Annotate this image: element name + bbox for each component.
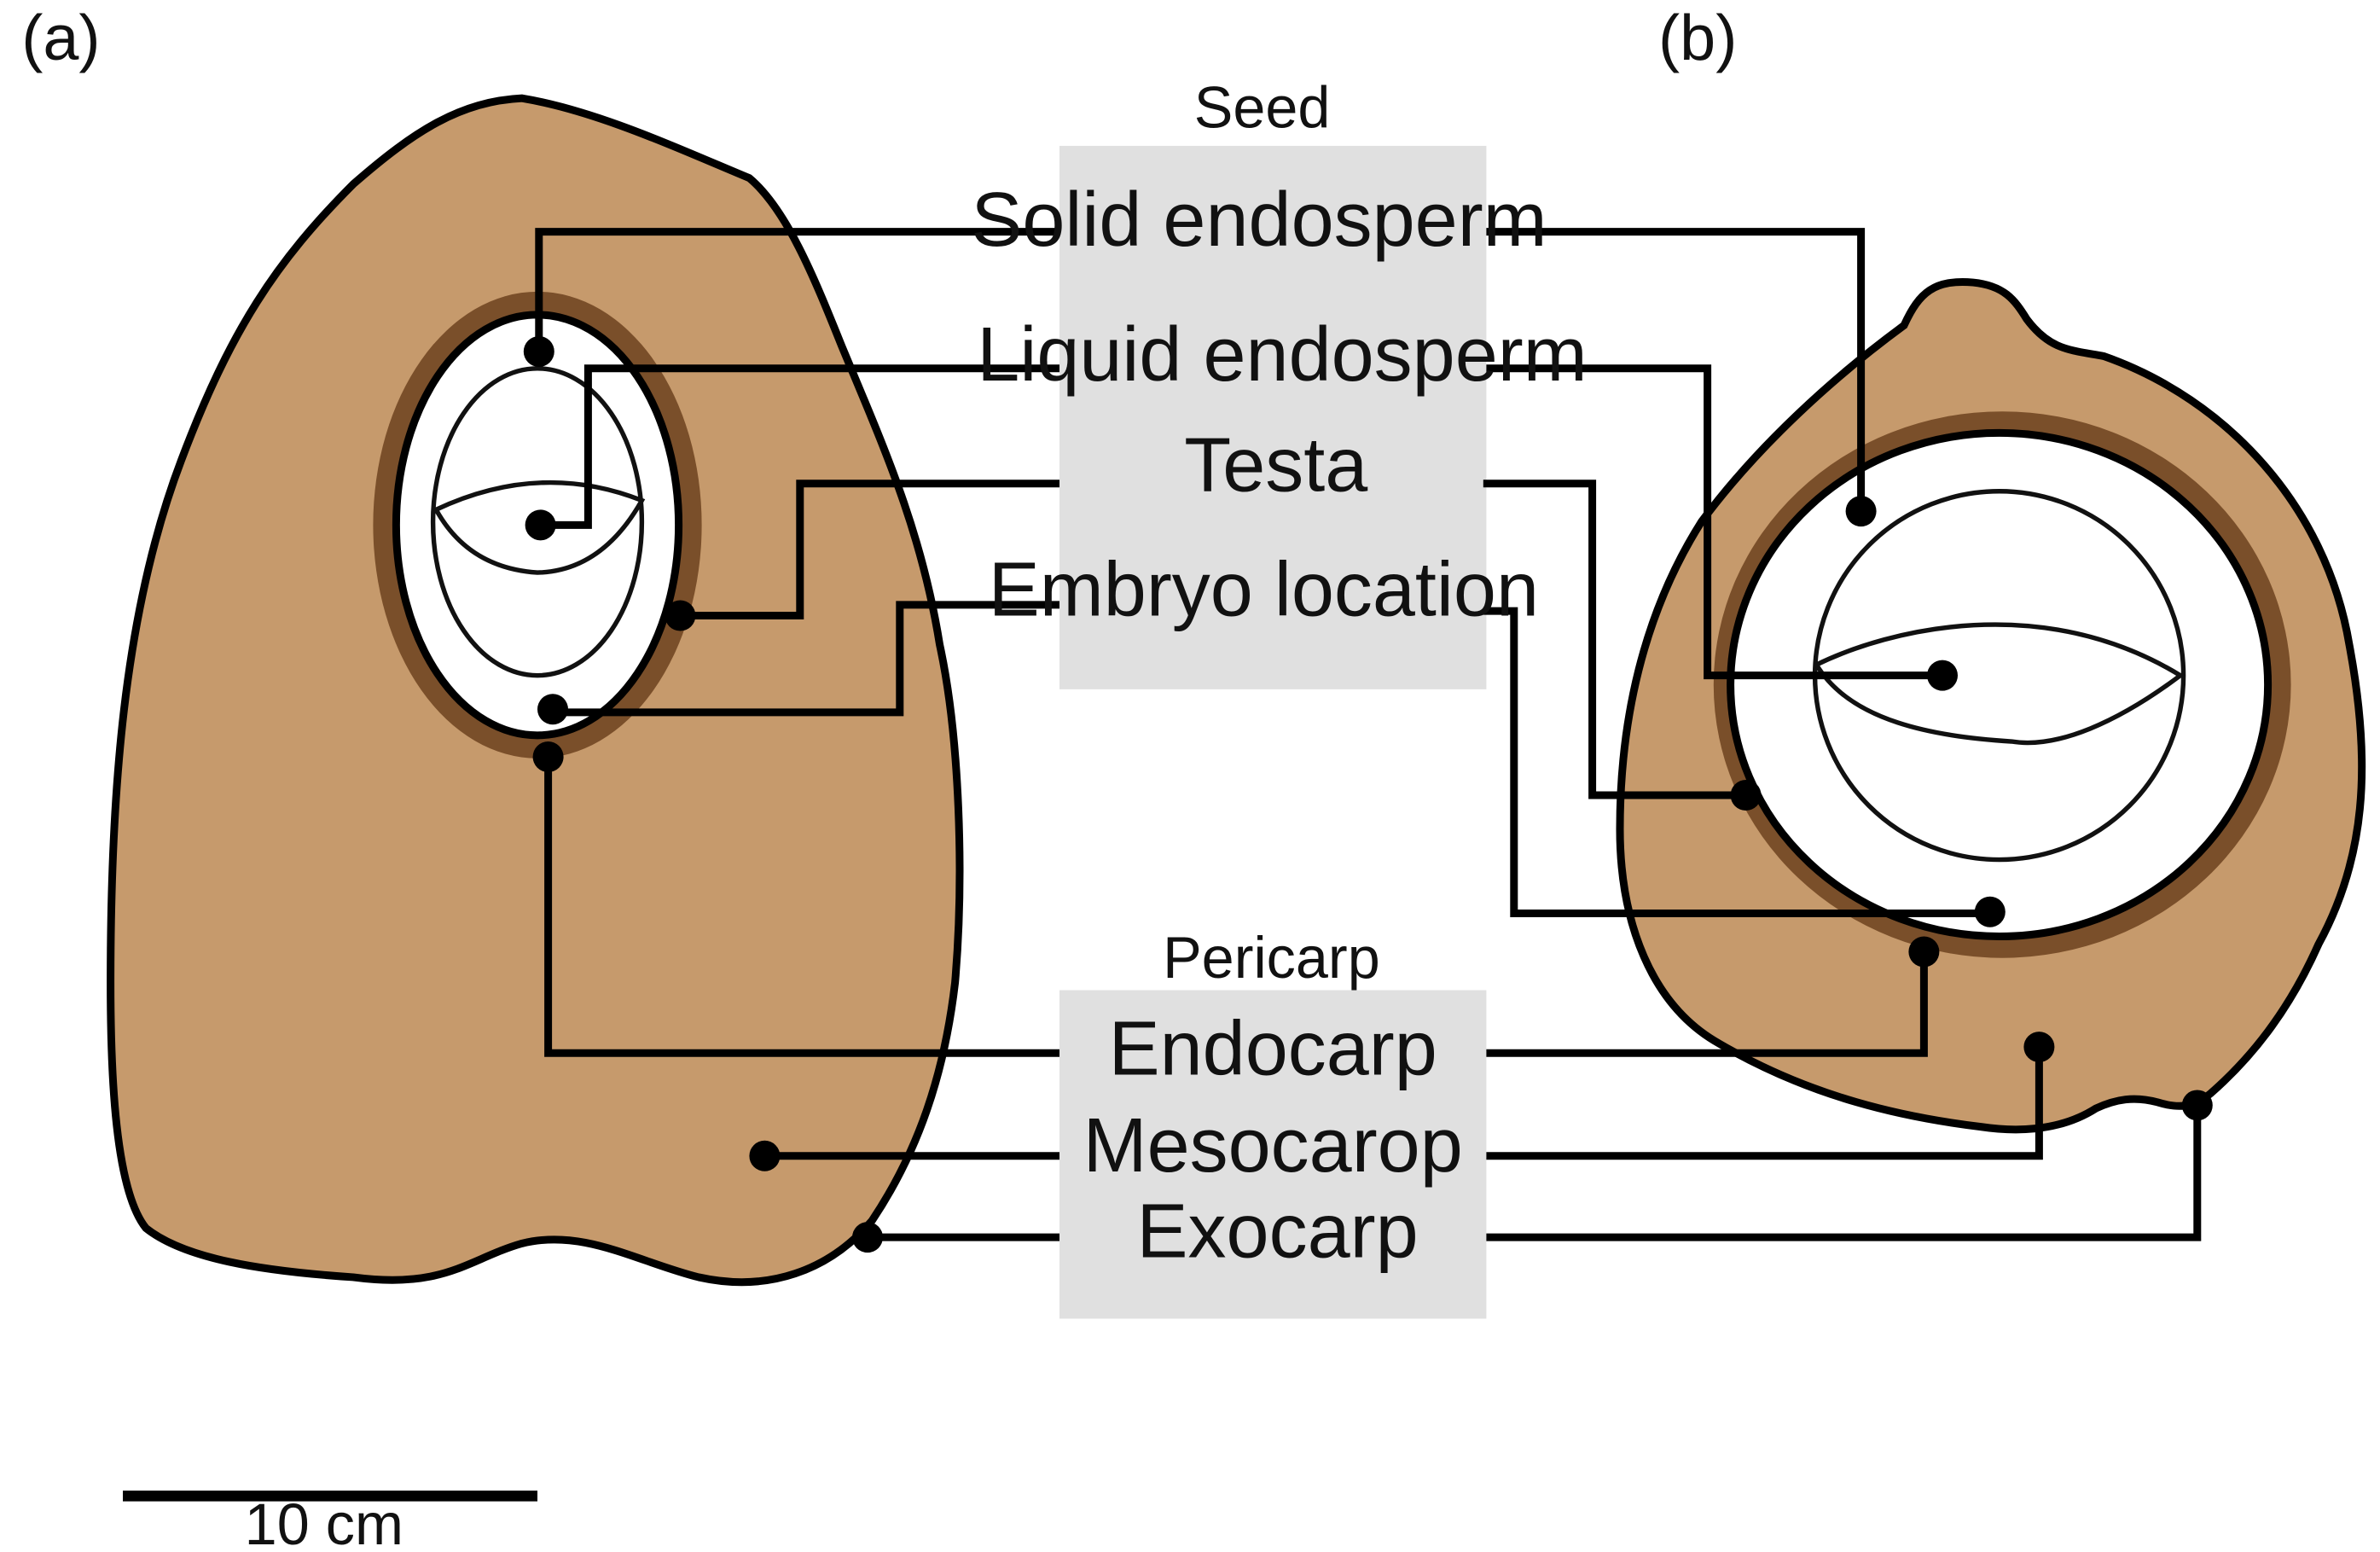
leader-liquid-endosperm-a (540, 364, 1059, 529)
label-mesocarp: Mesocarop (1083, 1103, 1463, 1189)
panel-b-label: (b) (1658, 3, 1737, 74)
leader-endocarp-b (1486, 951, 1928, 1057)
label-liquid-endosperm: Liquid endosperm (977, 312, 1587, 398)
dot-mesocarp-a (749, 1140, 781, 1171)
dot-liquid-endosperm-a (525, 509, 556, 541)
pericarp-group-title: Pericarp (1163, 926, 1380, 991)
leader-liquid-endosperm-b (1486, 364, 1942, 680)
panel-a-label: (a) (21, 3, 100, 74)
panel-a-fruit (107, 94, 964, 1287)
dot-solid-endosperm-a (523, 336, 554, 368)
leader-solid-endosperm-b (1486, 228, 1866, 512)
leader-exocarp-b (1486, 1105, 2202, 1241)
leader-mesocarp-b (1486, 1047, 2043, 1160)
panel-b-fruit (1616, 278, 2366, 1134)
leader-endocarp-a (544, 757, 1059, 1057)
leader-embryo-a (553, 601, 1059, 717)
dot-exocarp-b (2181, 1090, 2213, 1121)
scale-bar: 10 cm (123, 1491, 537, 1552)
dot-solid-endosperm-b (1845, 496, 1877, 527)
dot-mesocarp-b (2023, 1032, 2055, 1063)
leader-lines (535, 228, 2202, 1241)
dot-endocarp-a (532, 741, 564, 773)
leader-testa-a (680, 480, 1059, 619)
panel-a-liquid-cavity (430, 366, 645, 678)
pericarp-label-box (1059, 990, 1487, 1319)
leader-solid-endosperm-a (535, 228, 1059, 352)
label-solid-endosperm: Solid endosperm (971, 177, 1547, 263)
dot-embryo-b (1974, 896, 2006, 927)
dot-testa-b (1730, 779, 1762, 811)
scale-bar-label: 10 cm (245, 1492, 403, 1552)
label-testa: Testa (1184, 423, 1368, 509)
label-endocarp: Endocarp (1109, 1006, 1437, 1091)
label-exocarp: Exocarp (1137, 1189, 1419, 1275)
scale-bar-line (123, 1491, 537, 1502)
panel-b-embryo-outline (1813, 622, 2185, 746)
dot-embryo-a (537, 694, 568, 725)
leader-embryo-b (1483, 607, 1990, 918)
seed-group-title: Seed (1194, 75, 1331, 140)
dot-testa-a (665, 600, 696, 631)
panel-a-embryo-outline (432, 480, 646, 575)
label-embryo-location: Embryo location (989, 548, 1539, 633)
seed-label-box (1059, 145, 1487, 689)
panel-b-endosperm-cavity (1727, 428, 2273, 941)
pointer-dots (523, 336, 2213, 1253)
dot-exocarp-a (852, 1222, 883, 1253)
leader-testa-b (1483, 480, 1746, 799)
dot-liquid-endosperm-b (1927, 660, 1958, 691)
dot-endocarp-b (1908, 936, 1940, 968)
